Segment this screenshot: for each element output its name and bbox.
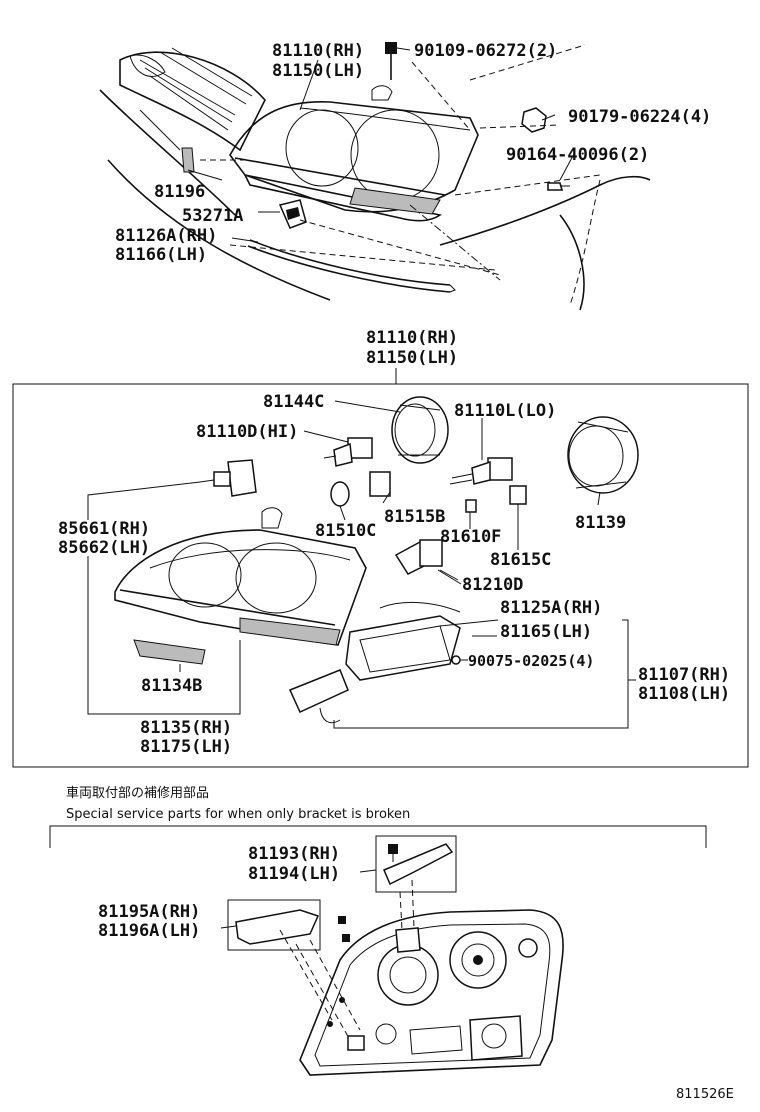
label-bracket2-rh: 81195A(RH) xyxy=(98,902,200,922)
label-socket: 81515B xyxy=(384,507,445,527)
bottom-labels: 81193(RH) 81194(LH) 81195A(RH) 81196A(LH… xyxy=(98,844,340,941)
label-cap2: 81139 xyxy=(575,513,626,533)
label-bracket: 53271A xyxy=(182,206,243,226)
middle-frame xyxy=(12,383,749,768)
label-motor-lh: 85662(LH) xyxy=(58,538,150,558)
label-strip-rh: 81126A(RH) xyxy=(115,226,217,246)
label-lens-lh: 81175(LH) xyxy=(140,737,232,757)
label-ballast-rh: 81125A(RH) xyxy=(500,598,602,618)
label-bracket-rh: 81193(RH) xyxy=(248,844,340,864)
label-reflector: 81134B xyxy=(141,676,202,696)
label-bulb-lo: 81110L(LO) xyxy=(454,401,556,421)
label-assy-lh: 81150(LH) xyxy=(272,61,364,81)
label-bracket2-lh: 81196A(LH) xyxy=(98,921,200,941)
middle-header-lh: 81150(LH) xyxy=(366,348,458,368)
label-bulb-small: 81510C xyxy=(315,521,376,541)
label-motor-rh: 85661(RH) xyxy=(58,519,150,539)
note-japanese: 車両取付部の補修用部品 xyxy=(66,786,209,801)
middle-labels: 81144C 81110D(HI) 81110L(LO) 81139 81515… xyxy=(58,392,730,757)
middle-header-rh: 81110(RH) xyxy=(366,328,458,348)
middle-exploded-view: 81110(RH) 81150(LH) xyxy=(12,328,749,768)
label-strip-lh: 81166(LH) xyxy=(115,245,207,265)
note-english: Special service parts for when only brac… xyxy=(66,807,410,822)
label-bolt: 90164-40096(2) xyxy=(506,145,649,165)
top-labels: 81110(RH) 81150(LH) 90109-06272(2) 90179… xyxy=(115,41,711,265)
label-screw-small: 90075-02025(4) xyxy=(468,652,594,670)
label-screw: 90109-06272(2) xyxy=(414,41,557,61)
label-bulb-fog: 81210D xyxy=(462,575,523,595)
label-bulb-tiny: 81610F xyxy=(440,527,501,547)
label-ballast-lh: 81165(LH) xyxy=(500,622,592,642)
label-nut: 90179-06224(4) xyxy=(568,107,711,127)
diagram-id: 811526E xyxy=(676,1087,734,1102)
label-assy-rh: 81110(RH) xyxy=(272,41,364,61)
label-bracket-lh: 81194(LH) xyxy=(248,864,340,884)
label-socket2: 81615C xyxy=(490,550,551,570)
bottom-service-parts: 車両取付部の補修用部品 Special service parts for wh… xyxy=(49,786,707,1076)
label-bulb-hi: 81110D(HI) xyxy=(196,422,298,442)
label-unit-lh: 81108(LH) xyxy=(638,684,730,704)
label-unit-rh: 81107(RH) xyxy=(638,665,730,685)
label-cap: 81144C xyxy=(263,392,324,412)
top-vehicle-drawing xyxy=(99,42,651,311)
label-lens-rh: 81135(RH) xyxy=(140,718,232,738)
label-marker: 81196 xyxy=(154,182,205,202)
